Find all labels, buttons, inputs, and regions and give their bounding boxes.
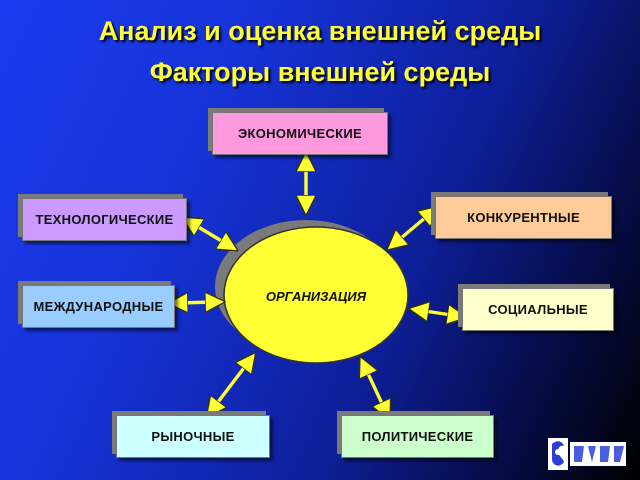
factor-market: РЫНОЧНЫЕ — [116, 415, 270, 458]
arrow-technological — [190, 222, 230, 246]
arrow-market — [212, 360, 250, 410]
page-title: Анализ и оценка внешней среды — [98, 16, 542, 46]
factor-social: СОЦИАЛЬНЫЕ — [462, 288, 614, 331]
arrow-social — [418, 310, 458, 316]
arrow-international — [177, 302, 216, 303]
page-subtitle: Факторы внешней среды — [149, 57, 491, 87]
factor-technological: ТЕХНОЛОГИЧЕСКИЕ — [22, 198, 187, 241]
factor-political: ПОЛИТИЧЕСКИЕ — [341, 415, 494, 458]
arrow-political — [364, 365, 386, 412]
arrow-competitive — [394, 212, 432, 244]
center-label: ОРГАНИЗАЦИЯ — [266, 289, 367, 304]
factor-competitive: КОНКУРЕНТНЫЕ — [435, 196, 612, 239]
factor-economic: ЭКОНОМИЧЕСКИЕ — [212, 112, 388, 155]
factor-international: МЕЖДУНАРОДНЫЕ — [22, 285, 175, 328]
university-logo-icon — [548, 438, 628, 470]
